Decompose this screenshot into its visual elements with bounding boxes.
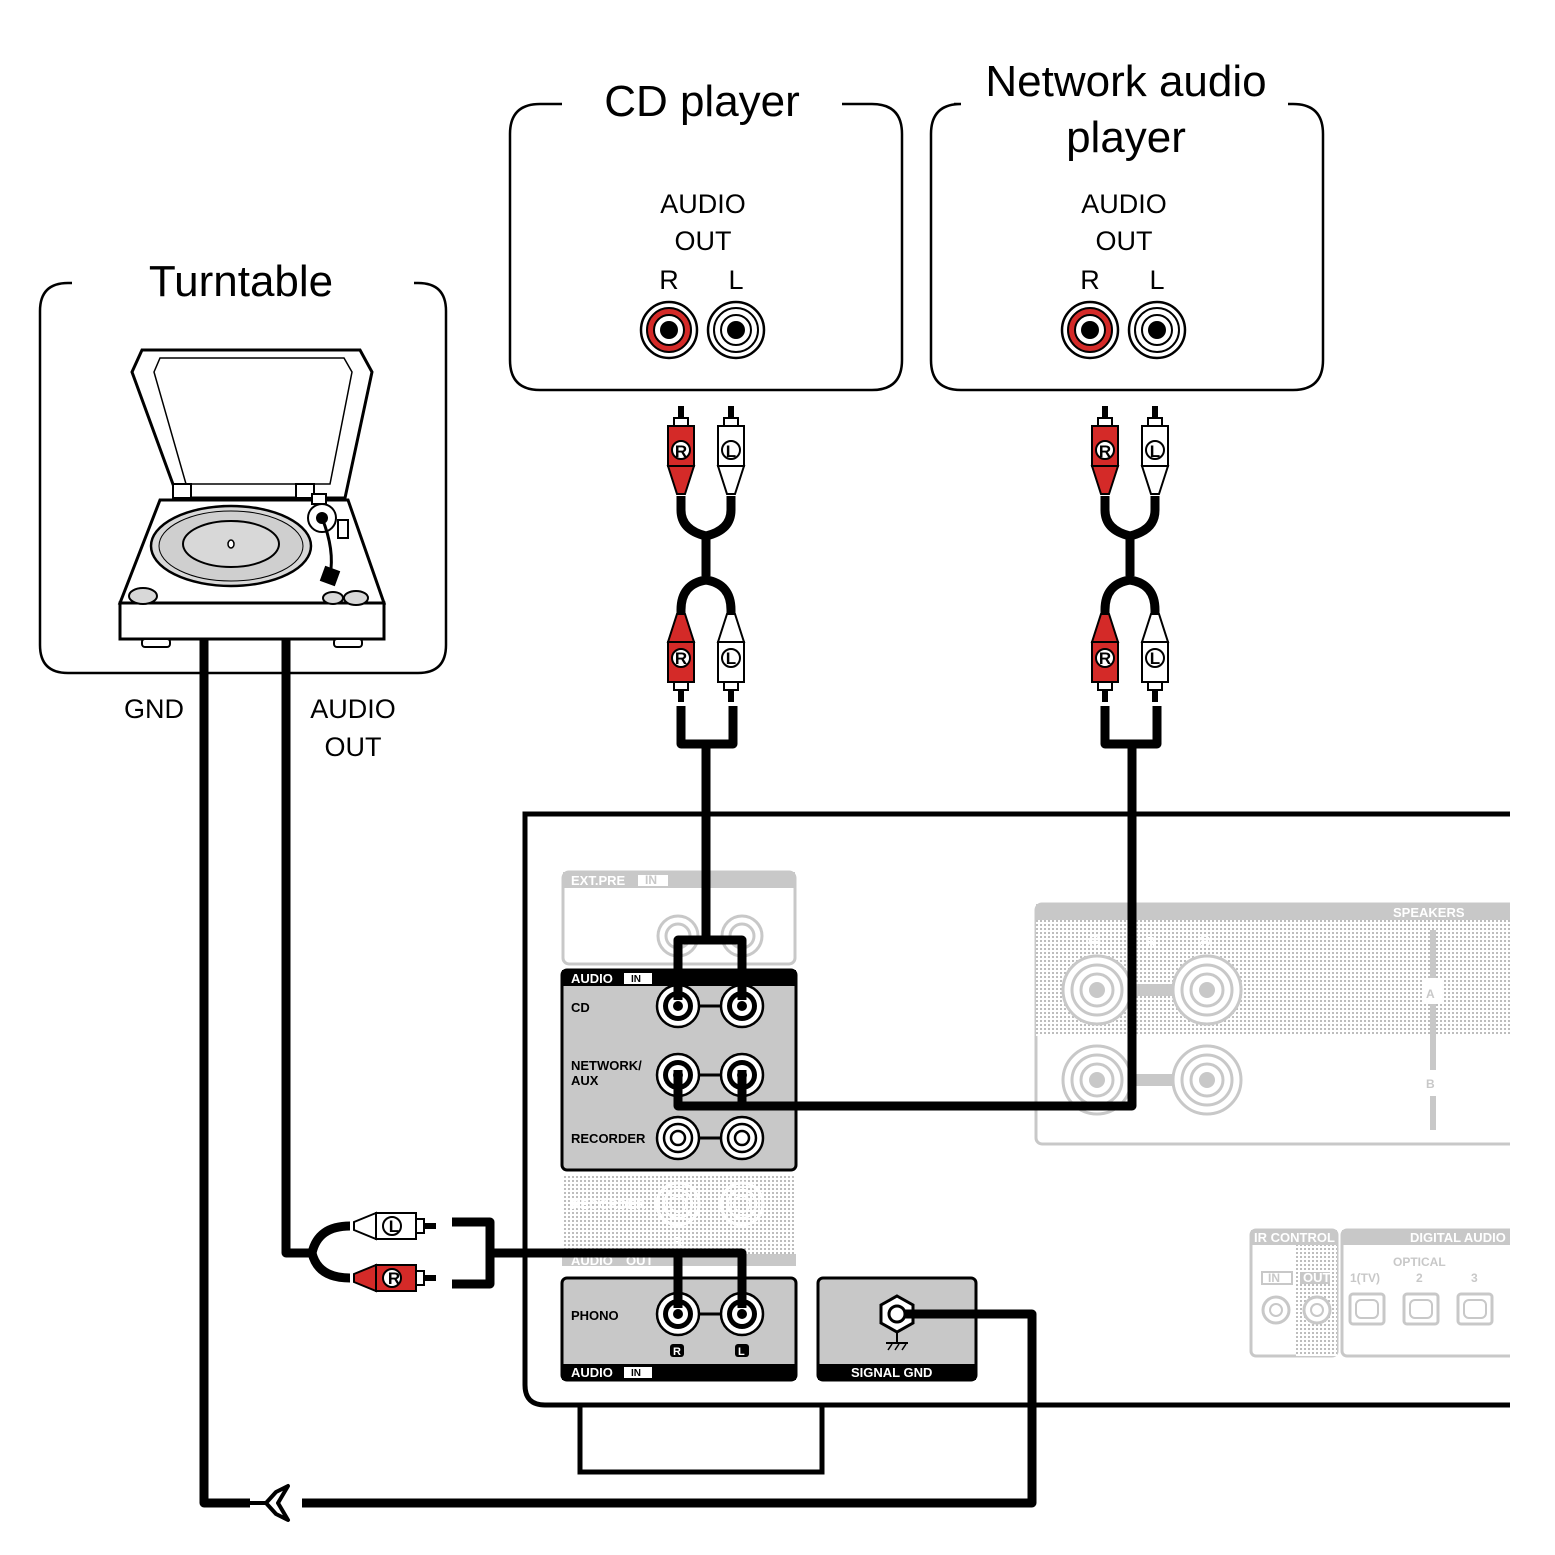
turntable-audio-label: AUDIO	[310, 694, 396, 724]
network-r-label: R	[1080, 265, 1100, 295]
optical-port-3-label: 3	[1471, 1271, 1478, 1285]
turntable-title: Turntable	[149, 257, 333, 306]
cd-audio-label: AUDIO	[660, 189, 746, 219]
speakers-channel: R	[1146, 934, 1156, 949]
speakers-b: B	[1426, 1077, 1435, 1091]
digital-audio-section: DIGITAL AUDIO OPTICAL 1(TV) 2 3	[1340, 1228, 1544, 1358]
recorder-in-jack-l[interactable]	[719, 1115, 765, 1161]
turntable-gnd-label: GND	[124, 694, 184, 724]
digital-audio-label: DIGITAL AUDIO	[1410, 1230, 1506, 1245]
network-audio-label: AUDIO	[1081, 189, 1167, 219]
optical-label: OPTICAL	[1393, 1255, 1446, 1269]
network-l-label: L	[1149, 265, 1164, 295]
recorder-out-r: R	[673, 1234, 683, 1249]
phono-bar-label: AUDIO	[571, 1365, 613, 1380]
cd-out-label: OUT	[675, 226, 732, 256]
phono-label: PHONO	[571, 1308, 619, 1323]
cd-plug-l-top: L	[726, 442, 736, 461]
network-out-label: OUT	[1096, 226, 1153, 256]
recorder-out-label: RECORDER	[571, 1197, 646, 1212]
network-plug-l-top: L	[1150, 442, 1160, 461]
aux-row-label: AUX	[571, 1073, 599, 1088]
speakers-plus: ⊕	[1087, 931, 1102, 952]
speakers-label: SPEAKERS	[1393, 905, 1465, 920]
network-player-title-line1: Network audio	[985, 57, 1266, 106]
audio-in-tag: IN	[631, 974, 641, 985]
network-cable: R L R L	[673, 405, 1169, 1111]
speakers-minus: ⊖	[1197, 931, 1212, 952]
cd-player-title: CD player	[604, 77, 800, 126]
speakers-a: A	[1426, 987, 1435, 1001]
ground-cable	[199, 640, 1037, 1522]
speakers-section: SPEAKERS ⊕ R ⊖ A B	[1034, 902, 1518, 1146]
audio-in-label: AUDIO	[571, 971, 613, 986]
cd-player: CD player AUDIO OUT R L	[508, 77, 904, 392]
turntable-plug-r: R	[388, 1269, 400, 1288]
cd-out-jack-r[interactable]	[639, 300, 699, 360]
turntable-out-label: OUT	[325, 732, 382, 762]
ext-pre-tag: IN	[645, 873, 657, 887]
amplifier-rear-panel: EXT.PRE IN AUDIO IN CD NETWORK/ AUX RECO…	[522, 800, 1555, 1475]
recorder-row-label: RECORDER	[571, 1131, 646, 1146]
turntable-icon	[117, 348, 387, 648]
network-out-jack-l[interactable]	[1127, 300, 1187, 360]
network-plug-r-bottom: R	[1099, 649, 1111, 668]
signal-gnd-label: SIGNAL GND	[851, 1365, 932, 1380]
ir-out-label: OUT	[1303, 1270, 1331, 1285]
turntable-plug-l: L	[389, 1217, 399, 1236]
signal-gnd-terminal[interactable]	[879, 1294, 915, 1351]
cd-plug-l-bottom: L	[726, 649, 736, 668]
network-player-title-line2: player	[1066, 113, 1186, 162]
cd-out-jack-l[interactable]	[706, 300, 766, 360]
network-plug-l-bottom: L	[1150, 649, 1160, 668]
recorder-in-jack-r[interactable]	[655, 1115, 701, 1161]
phono-tag: IN	[631, 1368, 641, 1379]
cd-r-label: R	[659, 265, 679, 295]
network-plug-r-top: R	[1099, 442, 1111, 461]
ir-in-label: IN	[1268, 1271, 1280, 1285]
optical-port-1-label: 1(TV)	[1350, 1271, 1380, 1285]
optical-port-2-label: 2	[1416, 1271, 1423, 1285]
cd-cable: R L R L	[667, 405, 747, 1000]
turntable-audio-cable: L R	[281, 640, 747, 1308]
signal-gnd-section: SIGNAL GND	[816, 1276, 978, 1382]
ext-pre-label: EXT.PRE	[571, 873, 626, 888]
network-out-jack-r[interactable]	[1060, 300, 1120, 360]
cd-row-label: CD	[571, 1000, 590, 1015]
ir-control-label: IR CONTROL	[1254, 1230, 1335, 1245]
network-audio-player: Network audio player AUDIO OUT R L	[929, 57, 1325, 392]
cd-plug-r-bottom: R	[675, 649, 687, 668]
cd-l-label: L	[728, 265, 743, 295]
phono-r-marker: R	[673, 1346, 681, 1358]
cd-plug-r-top: R	[675, 442, 687, 461]
phono-l-marker: L	[738, 1346, 745, 1358]
network-row-label: NETWORK/	[571, 1058, 642, 1073]
ir-control-section: IR CONTROL IN OUT	[1249, 1228, 1339, 1358]
turntable: Turntable	[38, 257, 448, 762]
